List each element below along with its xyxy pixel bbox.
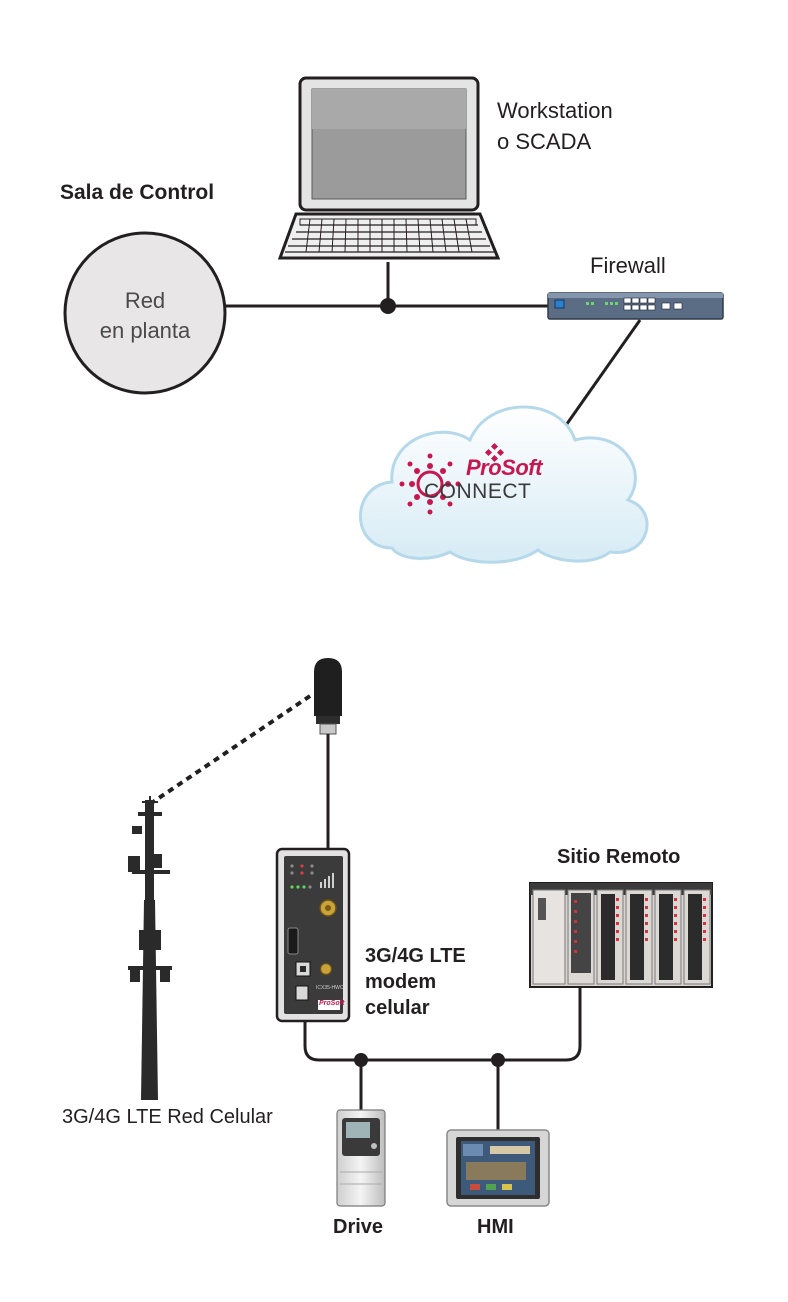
cloud-shape <box>359 405 649 564</box>
workstation-label-line2: o SCADA <box>497 129 592 154</box>
prosoft-brand-label: ProSoft <box>466 455 542 480</box>
cell-network-label: 3G/4G LTE Red Celular <box>62 1106 273 1128</box>
workstation-monitor <box>298 76 480 212</box>
workstation-label-line1: Workstation <box>497 98 613 123</box>
drive-label: Drive <box>333 1216 384 1238</box>
hmi-label: HMI <box>477 1216 514 1238</box>
workstation-keyboard <box>277 212 501 260</box>
plc-rack <box>529 882 713 988</box>
firewall-device <box>547 292 724 320</box>
wireless-link-dashed <box>148 694 312 806</box>
drive-device <box>336 1109 386 1207</box>
modem-label-line1: 3G/4G LTE <box>365 945 466 967</box>
hmi-junction-dot <box>491 1053 505 1067</box>
modem-brand-text: ProSoft <box>319 1000 345 1007</box>
plant-network-label-line1: Red <box>124 288 166 313</box>
hmi-device <box>446 1129 550 1207</box>
prosoft-logo-mark <box>399 442 505 515</box>
antenna <box>314 658 342 735</box>
drive-junction-dot <box>354 1053 368 1067</box>
firewall-to-cloud-line <box>555 319 642 439</box>
remote-site-label: Sitio Remoto <box>557 846 681 868</box>
control-room-label: Sala de Control <box>60 181 215 204</box>
plant-network-circle <box>63 231 227 395</box>
firewall-label: Firewall <box>590 253 666 278</box>
modem-label-line3: celular <box>365 997 430 1019</box>
modem-label-line2: modem <box>365 971 437 993</box>
plant-network-label-line2: en planta <box>99 318 191 343</box>
cell-tower <box>128 796 172 1100</box>
modem-model-text: ICX35-HWC <box>316 985 344 991</box>
network-junction-dot <box>380 298 396 314</box>
connect-brand-label: CONNECT <box>424 480 532 503</box>
remote-site-bus <box>303 987 582 1130</box>
cellular-modem <box>275 847 351 1023</box>
